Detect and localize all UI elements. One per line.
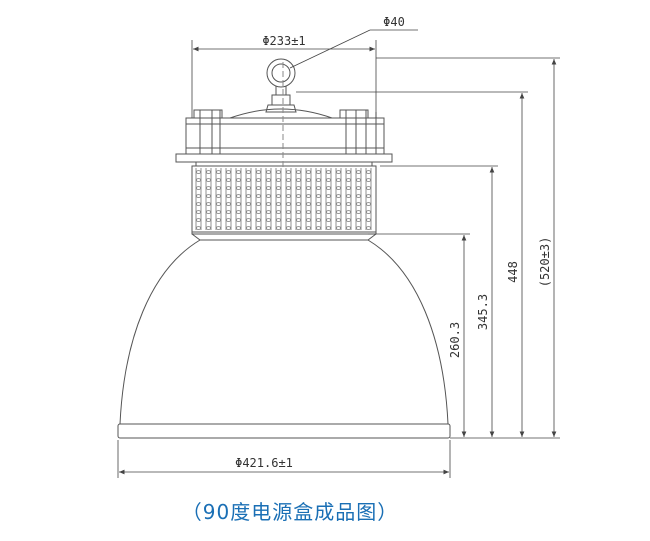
top-width-label: Φ233±1	[262, 34, 305, 48]
lamp-outline	[117, 58, 451, 439]
reflector-height-label: 260.3	[448, 322, 462, 358]
dimension-lines	[117, 29, 560, 478]
body-height-label: 345.3	[476, 294, 490, 330]
heatsink-fins	[195, 168, 372, 230]
heatsink-body	[191, 165, 377, 235]
total-height-label: (520±3)	[538, 237, 552, 288]
bottom-width-label: Φ421.6±1	[235, 456, 293, 470]
reflector	[119, 239, 449, 425]
reflector-rim	[117, 423, 451, 439]
eye-diameter-label: Φ40	[383, 15, 405, 29]
housing-height-label: 448	[506, 261, 520, 283]
driver-housing	[185, 117, 385, 155]
mounting-flange	[175, 153, 393, 163]
figure-caption: （90度电源盒成品图）	[181, 500, 399, 524]
hanging-ring	[266, 58, 296, 88]
